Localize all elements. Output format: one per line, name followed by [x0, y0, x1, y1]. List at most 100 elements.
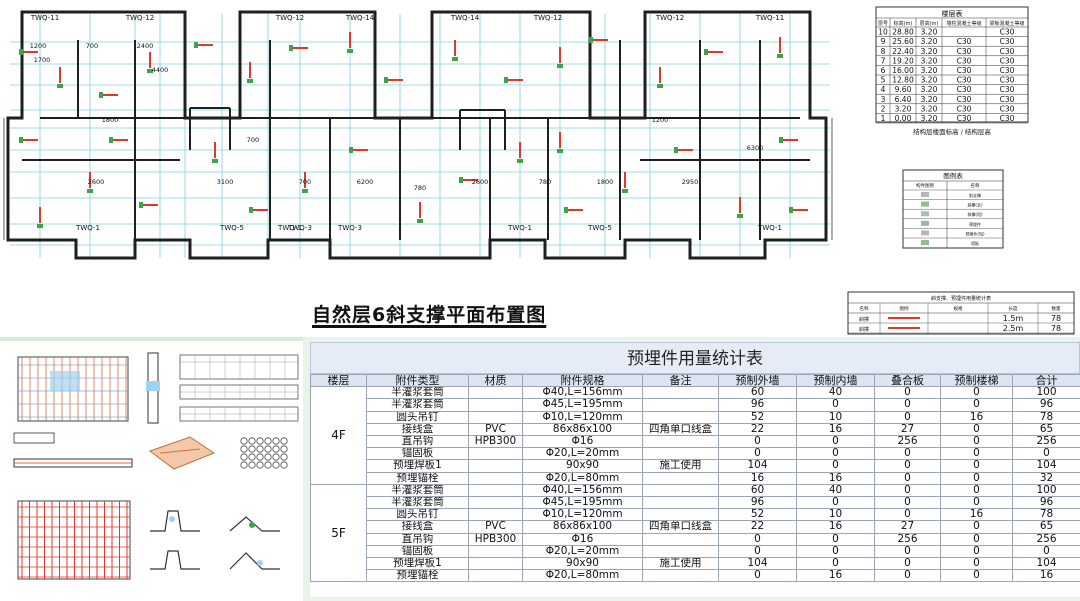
- thumb-profiles: [150, 511, 280, 569]
- table-cell: [643, 497, 719, 509]
- column-header: 预制外墙: [719, 375, 797, 387]
- table-cell: 圆头吊钉: [367, 509, 469, 521]
- floor-table-cell: 9: [881, 37, 886, 46]
- column-header: 叠合板: [875, 375, 941, 387]
- table-cell: 0: [941, 387, 1013, 399]
- thumb-cone: [249, 438, 255, 444]
- legend-swatch: [921, 211, 929, 216]
- table-cell: 0: [875, 570, 941, 582]
- floor-table-cell: 12.80: [892, 76, 914, 85]
- brace-label-top: TWQ-12: [655, 14, 684, 22]
- table-cell: 90x90: [523, 460, 643, 472]
- table-cell: 65: [1013, 521, 1080, 533]
- plan-title: 自然层6斜支撑平面布置图: [312, 300, 546, 327]
- thumb-table: [180, 355, 298, 379]
- table-cell: [643, 448, 719, 460]
- table-cell: [643, 472, 719, 484]
- embedded-part: [459, 177, 463, 183]
- brace-table-header: 长度: [1009, 305, 1018, 312]
- floor-table-cell: C30: [1000, 47, 1015, 56]
- table-cell: 接线盒: [367, 521, 469, 533]
- dimension-text: 700: [86, 42, 98, 50]
- table-cell: [469, 387, 523, 399]
- thumb-cone: [241, 446, 247, 452]
- table-cell: [469, 484, 523, 496]
- table-cell: Φ10,L=120mm: [523, 509, 643, 521]
- thumb-cone: [281, 438, 287, 444]
- embedded-part: [657, 84, 663, 88]
- dimension-text: 6200: [357, 178, 374, 186]
- table-cell: 60: [719, 484, 797, 496]
- table-cell: [469, 570, 523, 582]
- embedded-part: [247, 79, 253, 83]
- floor-table-cell: C30: [1000, 28, 1015, 37]
- thumb-slab-shape: [150, 437, 214, 469]
- table-cell: Φ20,L=80mm: [523, 472, 643, 484]
- column-header: 楼层: [311, 375, 367, 387]
- table-cell: 256: [1013, 533, 1080, 545]
- legend-title: 图例表: [943, 171, 963, 180]
- embedded-part: [417, 219, 423, 223]
- table-cell: 0: [875, 399, 941, 411]
- thumb-cone: [281, 446, 287, 452]
- legend-header: 构件图例: [916, 182, 934, 189]
- brace-label-bottom: TWQ-1: [75, 224, 100, 232]
- table-cell: 施工使用: [643, 558, 719, 570]
- thumb-cone: [273, 446, 279, 452]
- table-cell: 256: [875, 533, 941, 545]
- table-cell: 40: [797, 387, 875, 399]
- table-cell: 16: [797, 423, 875, 435]
- table-cell: 0: [875, 460, 941, 472]
- thumb-beam: [14, 433, 132, 467]
- table-cell: 预埋焊板1: [367, 460, 469, 472]
- brace-table-header: 规格: [954, 305, 963, 312]
- legend-swatch: [921, 240, 929, 245]
- table-cell: 0: [797, 497, 875, 509]
- table-cell: 16: [797, 472, 875, 484]
- table-cell: 0: [941, 570, 1013, 582]
- floor-table-cell: C30: [957, 37, 972, 46]
- table-cell: 直吊钩: [367, 533, 469, 545]
- thumb-fill: [146, 381, 160, 391]
- floor-table-cell: C30: [957, 104, 972, 113]
- table-cell: Φ45,L=195mm: [523, 399, 643, 411]
- table-cell: 0: [719, 448, 797, 460]
- brace-label-bottom: TWQ-1: [507, 224, 532, 232]
- brace-table-cell: 1.5m: [1003, 314, 1024, 323]
- floor-table-cell: 28.80: [892, 28, 914, 37]
- embedded-part: [557, 149, 563, 153]
- thumb-cone: [257, 438, 263, 444]
- legend-label: 预埋件: [969, 221, 981, 227]
- floor-table-cell: 22.40: [892, 47, 914, 56]
- table-cell: 0: [719, 570, 797, 582]
- floor-table-cell: 3.20: [921, 85, 938, 94]
- table-cell: 52: [719, 411, 797, 423]
- table-cell: 100: [1013, 387, 1080, 399]
- floor-table-cell: C30: [1000, 37, 1015, 46]
- thumb-cone: [273, 462, 279, 468]
- embedded-part: [99, 92, 103, 98]
- table-cell: 0: [875, 448, 941, 460]
- table-cell: 0: [941, 460, 1013, 472]
- table-cell: 96: [1013, 497, 1080, 509]
- table-cell: 96: [719, 497, 797, 509]
- floor-table-cell: C30: [957, 85, 972, 94]
- floor-table-header: 层号: [878, 21, 888, 27]
- floor-table-cell: 3.20: [921, 76, 938, 85]
- legend-table: 图例表构件图例名称斜支撑斜撑(长)斜撑(短)预埋件预埋件(短)墙板: [903, 170, 1003, 248]
- table-cell: 半灌浆套筒: [367, 399, 469, 411]
- table-cell: Φ40,L=156mm: [523, 484, 643, 496]
- floor-table-cell: 3.20: [921, 47, 938, 56]
- column-header: 附件类型: [367, 375, 469, 387]
- table-cell: [643, 533, 719, 545]
- table-cell: 10: [797, 509, 875, 521]
- table-cell: 0: [719, 545, 797, 557]
- brace-label-top: TWQ-11: [755, 14, 784, 22]
- table-cell: 0: [941, 497, 1013, 509]
- table-cell: Φ45,L=195mm: [523, 497, 643, 509]
